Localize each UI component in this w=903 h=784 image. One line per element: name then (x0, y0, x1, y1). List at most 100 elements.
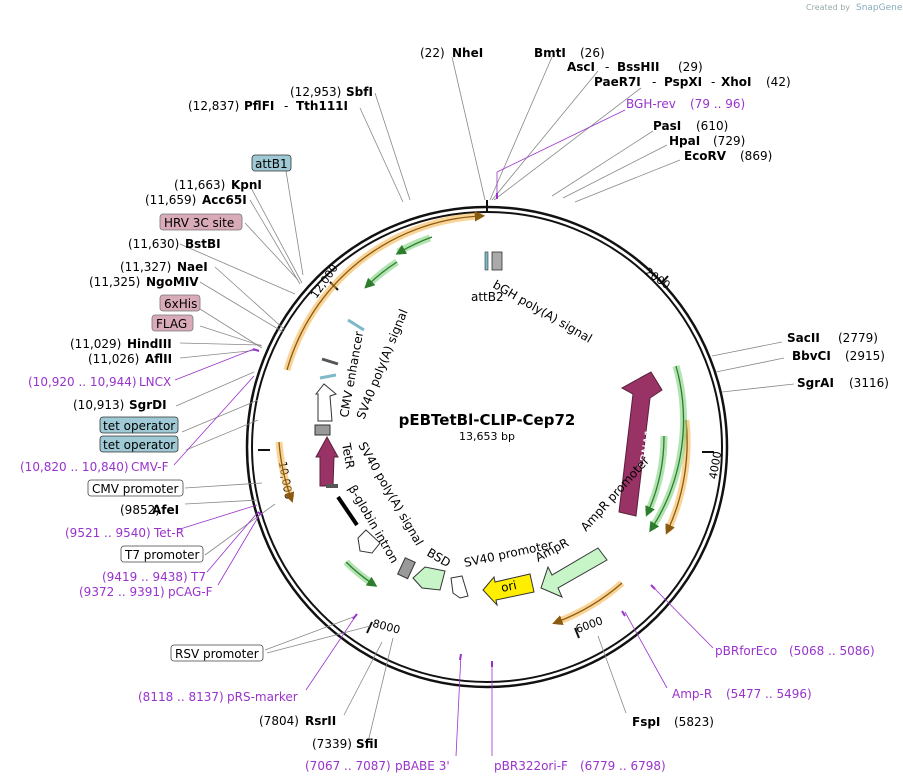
bsd-label: BSD (425, 545, 454, 570)
credit-brand: SnapGene (856, 3, 903, 13)
grey-box-bottom (397, 557, 416, 580)
primer-prs-marker-range: (8118 .. 8137) (138, 690, 224, 704)
label-t7-promoter: T7 promoter (124, 548, 200, 562)
enzyme-rsrii: RsrII (305, 714, 336, 728)
enzyme-naei: NaeI (177, 260, 208, 274)
enzyme-paer7i-pos: (42) (766, 75, 791, 89)
primer-lncx-range: (10,920 .. 10,944) (28, 375, 137, 389)
enzyme-bbvci: BbvCI (792, 349, 831, 363)
tetr-arrow (315, 435, 339, 487)
enzyme-acc65i: Acc65I (202, 193, 247, 207)
ebna1-arrow (618, 371, 663, 517)
cmv-enhancer-arrow (314, 383, 338, 422)
beta-globin-arrow (357, 529, 381, 554)
bgh-label: bGH poly(A) signal (491, 277, 595, 345)
attb-mark-2 (321, 357, 339, 366)
attb2-box (484, 251, 489, 271)
enzyme-aflii-pos: (11,026) (88, 352, 139, 366)
enzyme-bstbi: BstBI (185, 237, 221, 251)
enzyme-afei-pos: (9852) (120, 503, 160, 517)
label-cmv-promoter: CMV promoter (92, 482, 179, 496)
enzyme-hindiii: HindIII (127, 337, 172, 351)
boxed-labels: attB1 HRV 3C site 6xHis FLAG tet operato… (87, 154, 292, 662)
enzyme-kpni: KpnI (231, 178, 262, 192)
primer-pcag-f-range: (9372 .. 9391) (79, 585, 165, 599)
enzyme-sgrai: SgrAI (797, 376, 834, 390)
bgh-box (491, 251, 503, 271)
enzyme-asci-pos: (29) (678, 60, 703, 74)
primer-pcag-f: pCAG-F (168, 585, 213, 599)
primer-prs-marker: pRS-marker (227, 690, 298, 704)
enzyme-sbfi: SbfI (346, 85, 373, 99)
enzyme-fspi-pos: (5823) (674, 715, 714, 729)
sv40-polya-top-label: SV40 poly(A) signal (354, 307, 411, 421)
enzyme-sgrdi-pos: (10,913) (73, 398, 124, 412)
enzyme-ecorv: EcoRV (684, 149, 727, 163)
enzyme-sfii-pos: (7339) (312, 737, 352, 751)
primer-pbabe3: pBABE 3' (395, 759, 450, 773)
enzyme-kpni-pos: (11,663) (174, 178, 225, 192)
enzyme-pspxi: PspXI (664, 75, 702, 89)
primer-bgh-rev-range: (79 .. 96) (690, 97, 745, 111)
beta-globin-bar (336, 495, 359, 527)
enzyme-paer7i: PaeR7I (594, 75, 641, 89)
green-arcs (343, 234, 687, 587)
grey-box-mid (314, 424, 331, 436)
ampr-arrow (540, 547, 608, 598)
ebna1-label: EBNA1 (636, 428, 657, 470)
enzyme-afei: AfeI (152, 503, 179, 517)
enzyme-acc65i-pos: (11,659) (145, 193, 196, 207)
primer-pbr322ori-f: pBR322ori-F (494, 759, 568, 773)
enzyme-pasi: PasI (653, 119, 681, 133)
primer-cmv-f: CMV-F (131, 460, 169, 474)
enzyme-hpai-pos: (729) (713, 134, 745, 148)
primer-pbabe3-range: (7067 .. 7087) (305, 759, 391, 773)
enzyme-fspi: FspI (632, 715, 660, 729)
credit-prefix: Created by (806, 3, 850, 12)
enzyme-rsrii-pos: (7804) (259, 714, 299, 728)
tick-4000: 4000 (707, 450, 725, 480)
enzyme-bbvci-pos: (2915) (845, 349, 885, 363)
enzyme-sgrai-pos: (3116) (849, 376, 889, 390)
primer-t7: T7 (190, 570, 206, 584)
primer-lines (173, 109, 714, 757)
enzyme-sbfi-pos: (12,953) (290, 85, 341, 99)
enzyme-xhoi: XhoI (721, 75, 752, 89)
leader-lines (175, 56, 795, 739)
enzyme-aflii: AflII (145, 352, 172, 366)
svg-text:-: - (605, 60, 609, 74)
label-flag: FLAG (156, 317, 187, 331)
primer-pbrforeco-range: (5068 .. 5086) (789, 644, 875, 658)
enzyme-nhei-pos: (22) (420, 46, 445, 60)
attb-mark-3 (347, 318, 365, 332)
primer-t7-range: (9419 .. 9438) (102, 570, 188, 584)
ampr-promoter-label: AmpR promoter (578, 454, 652, 534)
primer-pbr322ori-f-range: (6779 .. 6798) (580, 759, 666, 773)
enzyme-hpai: HpaI (669, 134, 700, 148)
enzyme-ecorv-pos: (869) (740, 149, 772, 163)
primer-tet-r-range: (9521 .. 9540) (65, 526, 151, 540)
enzyme-labels: (22) NheI BmtI (26) AscI - BssHII (29) P… (70, 46, 889, 751)
ori-arrow (482, 573, 535, 607)
sv40-promoter-arrow (450, 575, 469, 599)
enzyme-hindiii-pos: (11,029) (70, 337, 121, 351)
enzyme-sgrdi: SgrDI (129, 398, 167, 412)
bsd-arrow (412, 566, 446, 591)
label-6xhis: 6xHis (164, 297, 197, 311)
tick-6000: 6000 (574, 614, 605, 636)
svg-text:-: - (652, 75, 656, 89)
ori-label: ori (500, 578, 518, 595)
primer-tet-r: Tet-R (153, 526, 184, 540)
orange-arc-bottom (555, 580, 625, 626)
orange-arcs (275, 211, 691, 626)
attb-mark-1 (319, 373, 337, 380)
enzyme-pflfi-pos: (12,837) (188, 99, 239, 113)
primer-amp-r-range: (5477 .. 5496) (726, 687, 812, 701)
enzyme-sfii: SfiI (356, 737, 378, 751)
enzyme-pflfi: PflFI (244, 99, 274, 113)
enzyme-asci: AscI (567, 60, 595, 74)
primer-pbrforeco: pBRforEco (715, 644, 777, 658)
label-tet-operator-2: tet operator (103, 438, 175, 452)
label-tet-operator-1: tet operator (103, 419, 175, 433)
